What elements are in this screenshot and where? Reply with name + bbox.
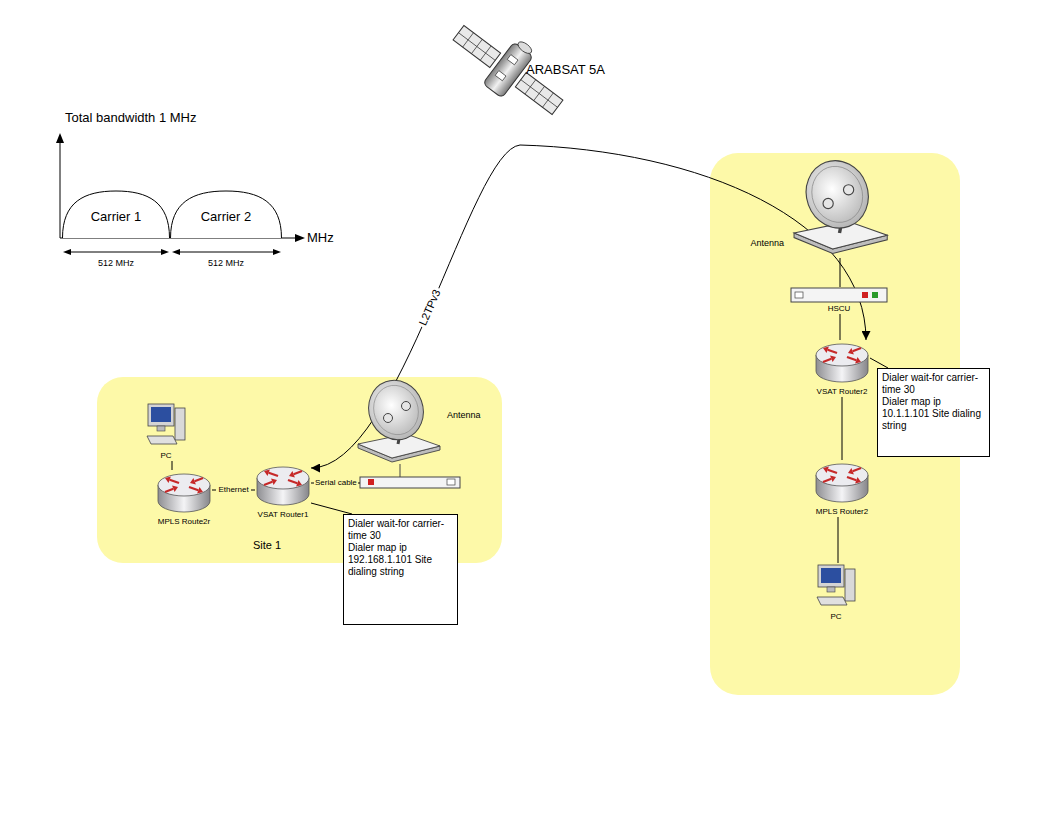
- pc-icon: [145, 402, 187, 450]
- router-symbol: [156, 470, 212, 516]
- chart-title: Total bandwidth 1 MHz: [65, 110, 197, 126]
- device-label: PC: [160, 451, 171, 461]
- antenna-label: Antenna: [447, 410, 481, 421]
- carrier-dome: Carrier 1: [62, 190, 170, 238]
- link-line: [842, 397, 843, 460]
- dimension-label: 512 MHz: [208, 258, 244, 269]
- site-label: Site 1: [253, 539, 281, 552]
- router-icon: [255, 463, 311, 509]
- carrier-label: Carrier 1: [91, 209, 142, 225]
- link-line: [840, 258, 841, 287]
- satellite-name: ARABSAT 5A: [526, 62, 605, 78]
- link-line: [311, 503, 352, 514]
- link-line: [838, 517, 839, 563]
- link-line: [870, 358, 888, 368]
- router-symbol: [255, 463, 311, 509]
- pc-icon: [815, 563, 857, 611]
- router-symbol: [814, 340, 870, 386]
- antenna-symbol: [352, 378, 444, 466]
- callout-text: Dialer wait-for carrier-time 30: [882, 372, 985, 396]
- satellite-antenna: Antenna: [352, 378, 484, 466]
- antenna-icon: [352, 378, 444, 466]
- link-line: [840, 314, 841, 340]
- cable-label: Serial cable: [314, 478, 358, 488]
- pc-symbol: [815, 563, 857, 611]
- satellite-antenna: Antenna: [747, 158, 892, 258]
- router-symbol: [814, 460, 870, 506]
- modem-icon: [790, 287, 888, 303]
- device-label: VSAT Router1: [258, 510, 309, 520]
- connector-label: Ethernet: [216, 485, 250, 495]
- vsat-router: VSAT Router1: [255, 463, 311, 520]
- carrier-label: Carrier 2: [201, 209, 252, 225]
- axis-unit: MHz: [307, 230, 334, 246]
- router-icon: [814, 340, 870, 386]
- tunnel-connector: [311, 145, 866, 468]
- hscu-modem: HSCU: [790, 287, 888, 314]
- callout-text: Dialer map ip 192.168.1.101 Site dialing…: [348, 542, 453, 578]
- pc-workstation: PC: [815, 563, 857, 622]
- config-callout: Dialer wait-for carrier-time 30Dialer ma…: [877, 368, 990, 457]
- callout-text: Dialer map ip 10.1.1.101 Site dialing st…: [882, 396, 985, 432]
- pc-workstation: PC: [145, 402, 187, 461]
- modem-symbol: [790, 287, 888, 303]
- mpls-router: MPLS Route2r: [156, 470, 212, 527]
- modem-unit: [360, 464, 460, 488]
- config-callout: Dialer wait-for carrier-time 30Dialer ma…: [343, 514, 458, 625]
- connector-label: L2TPv3: [416, 286, 445, 330]
- antenna-icon: [787, 158, 892, 258]
- dimension-label: 512 MHz: [98, 258, 134, 269]
- carrier-dome: Carrier 2: [170, 190, 282, 238]
- callout-text: Dialer wait-for carrier-time 30: [348, 518, 453, 542]
- pc-symbol: [145, 402, 187, 450]
- device-label: VSAT Router2: [817, 387, 868, 397]
- mpls-router: MPLS Router2: [814, 460, 870, 517]
- antenna-symbol: [787, 158, 892, 258]
- vsat-router: VSAT Router2: [814, 340, 870, 397]
- link-line: [172, 461, 173, 470]
- spectrum-axes: [56, 133, 305, 242]
- device-label: MPLS Route2r: [158, 517, 210, 527]
- router-icon: [156, 470, 212, 516]
- antenna-label: Antenna: [750, 238, 784, 249]
- router-icon: [814, 460, 870, 506]
- device-label: PC: [830, 612, 841, 622]
- device-label: MPLS Router2: [816, 507, 868, 517]
- device-label: HSCU: [828, 304, 851, 314]
- dimension-arrows: [63, 249, 281, 255]
